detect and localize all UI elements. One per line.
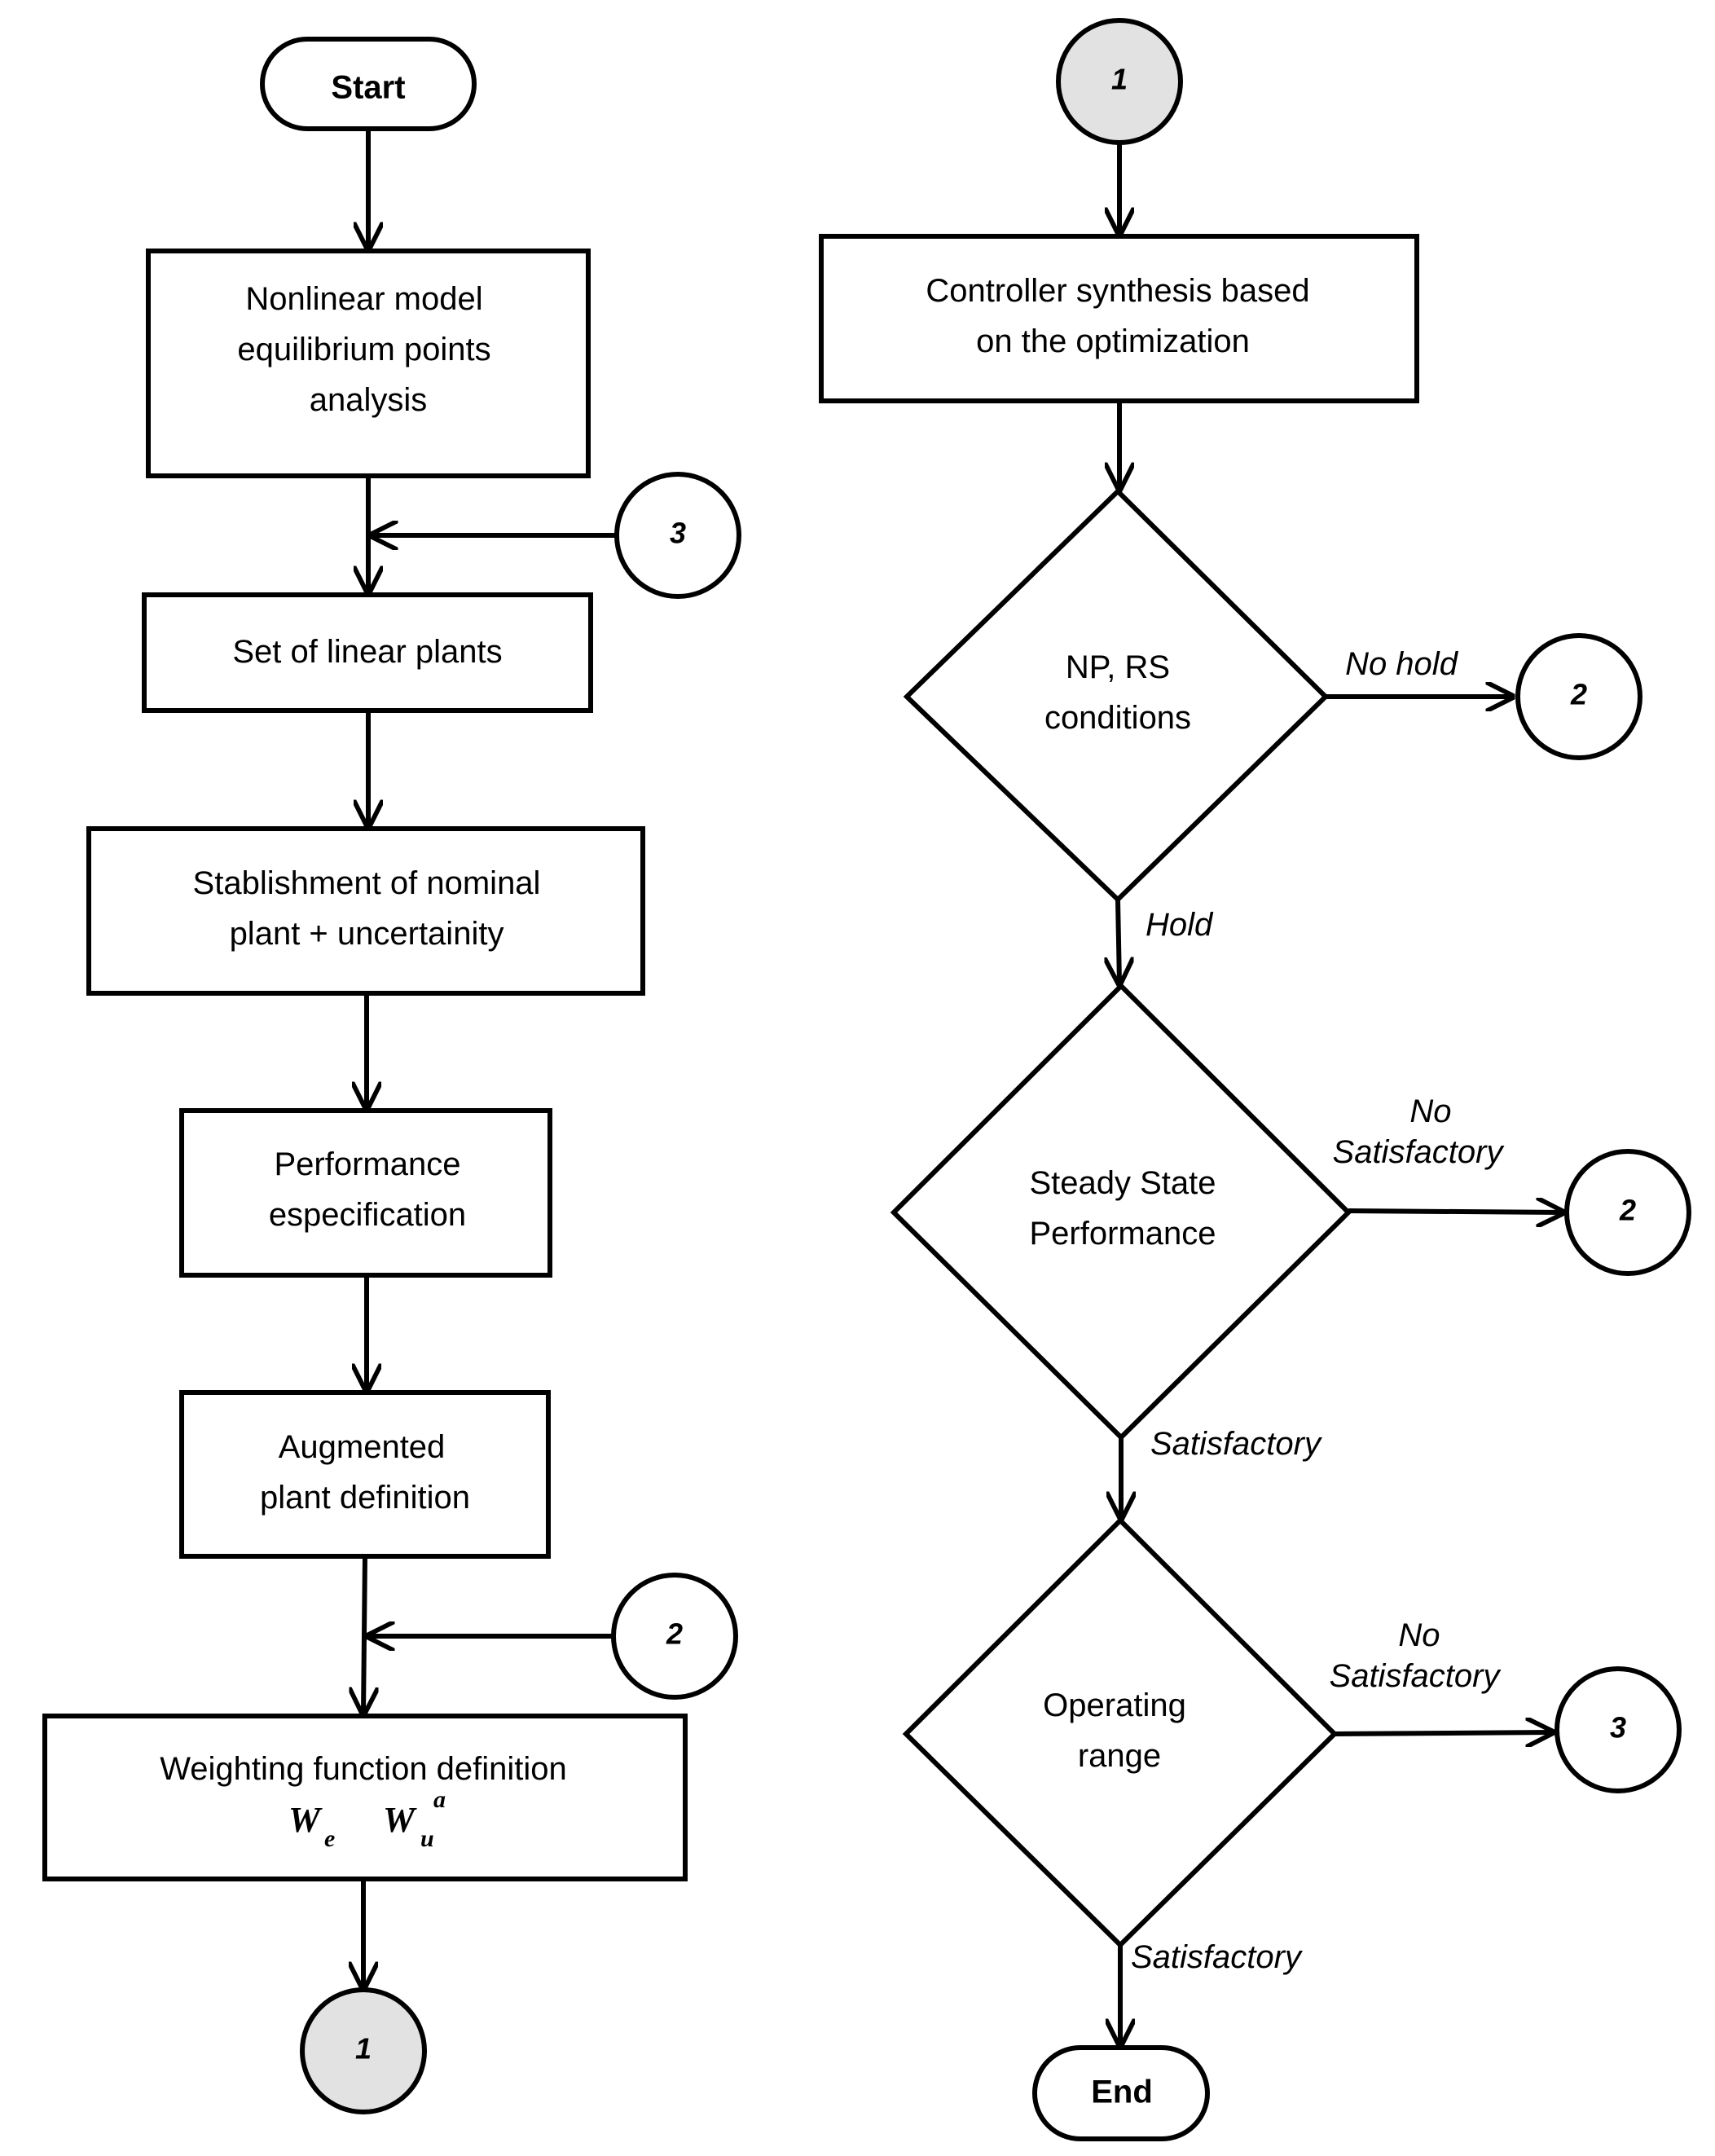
label-no-sat-2-line-1: No — [1398, 1617, 1440, 1653]
connector-1-left-label: 1 — [355, 2032, 372, 2066]
controller-line-2: on the optimization — [976, 323, 1250, 359]
connector-2-steady: 2 — [1564, 1149, 1691, 1276]
performance-line-1: Performance — [275, 1146, 461, 1182]
label-hold: Hold — [1146, 907, 1214, 943]
connector-2-np-label: 2 — [1570, 678, 1587, 711]
steady-line-1: Steady State — [1029, 1165, 1216, 1201]
label-sat-2: Satisfactory — [1131, 1939, 1304, 1975]
connector-1-right-label: 1 — [1111, 63, 1128, 96]
nonlinear-line-3: analysis — [310, 382, 428, 418]
np-rs-line-1: NP, RS — [1066, 649, 1170, 685]
augmented-line-1: Augmented — [279, 1429, 446, 1465]
end-label: End — [1091, 2075, 1153, 2110]
connector-2-np: 2 — [1515, 633, 1642, 760]
weighting-wu-sub: u — [420, 1825, 434, 1852]
end-terminal: End — [1032, 2045, 1210, 2141]
decision-operating-range: Operating range — [902, 1516, 1339, 1949]
np-rs-line-2: conditions — [1044, 700, 1191, 736]
label-no-hold: No hold — [1345, 646, 1459, 682]
augmented-line-2: plant definition — [260, 1480, 470, 1516]
connector-3-operating-label: 3 — [1610, 1711, 1626, 1745]
weighting-we-sub: e — [324, 1825, 335, 1852]
start-label: Start — [331, 70, 405, 106]
label-no-sat-2-line-2: Satisfactory — [1330, 1658, 1502, 1694]
augmented-plant-box: Augmented plant definition — [179, 1390, 551, 1559]
decision-steady-state: Steady State Performance — [890, 982, 1352, 1441]
controller-synthesis-box: Controller synthesis based on the optimi… — [819, 234, 1419, 403]
performance-box: Performance especification — [179, 1108, 552, 1278]
performance-line-2: especification — [269, 1197, 466, 1233]
connector-2-left: 2 — [611, 1573, 738, 1700]
arrow-augmented-to-weighting — [363, 1555, 365, 1714]
linear-plants-label: Set of linear plants — [232, 634, 502, 670]
weighting-we: W — [288, 1800, 323, 1840]
nonlinear-line-1: Nonlinear model — [245, 281, 482, 317]
connector-2-steady-label: 2 — [1619, 1194, 1636, 1227]
decision-np-rs: NP, RS conditions — [903, 487, 1330, 904]
connector-1-left: 1 — [300, 1987, 427, 2114]
nominal-line-1: Stablishment of nominal — [193, 865, 541, 901]
linear-plants-box: Set of linear plants — [142, 592, 593, 713]
connector-2-left-label: 2 — [666, 1617, 683, 1651]
label-sat-1: Satisfactory — [1150, 1426, 1323, 1462]
weighting-wu: W — [383, 1800, 417, 1840]
nonlinear-line-2: equilibrium points — [237, 332, 490, 367]
label-no-sat-1-line-1: No — [1409, 1093, 1451, 1129]
operating-line-2: range — [1078, 1738, 1161, 1774]
weighting-label: Weighting function definition — [160, 1751, 567, 1787]
weighting-function-box: Weighting function definition W e W u a — [42, 1714, 688, 1881]
connector-3-operating: 3 — [1554, 1666, 1682, 1793]
weighting-wu-sup: a — [433, 1786, 446, 1813]
label-no-sat-1-line-2: Satisfactory — [1333, 1134, 1506, 1170]
connector-1-right: 1 — [1056, 18, 1183, 145]
nonlinear-model-box: Nonlinear model equilibrium points analy… — [146, 249, 591, 478]
connector-3-left: 3 — [614, 472, 741, 599]
connector-3-left-label: 3 — [670, 517, 686, 550]
controller-line-1: Controller synthesis based — [926, 273, 1309, 309]
arrow-nprs-to-steady — [1118, 899, 1119, 983]
steady-line-2: Performance — [1030, 1216, 1216, 1252]
nominal-plant-box: Stablishment of nominal plant + uncertai… — [86, 826, 645, 996]
start-terminal: Start — [260, 37, 477, 131]
arrow-operating-to-connector3 — [1334, 1732, 1552, 1734]
arrow-steady-to-connector2 — [1348, 1211, 1563, 1212]
operating-line-1: Operating — [1043, 1687, 1186, 1723]
nominal-line-2: plant + uncertainity — [230, 916, 504, 952]
